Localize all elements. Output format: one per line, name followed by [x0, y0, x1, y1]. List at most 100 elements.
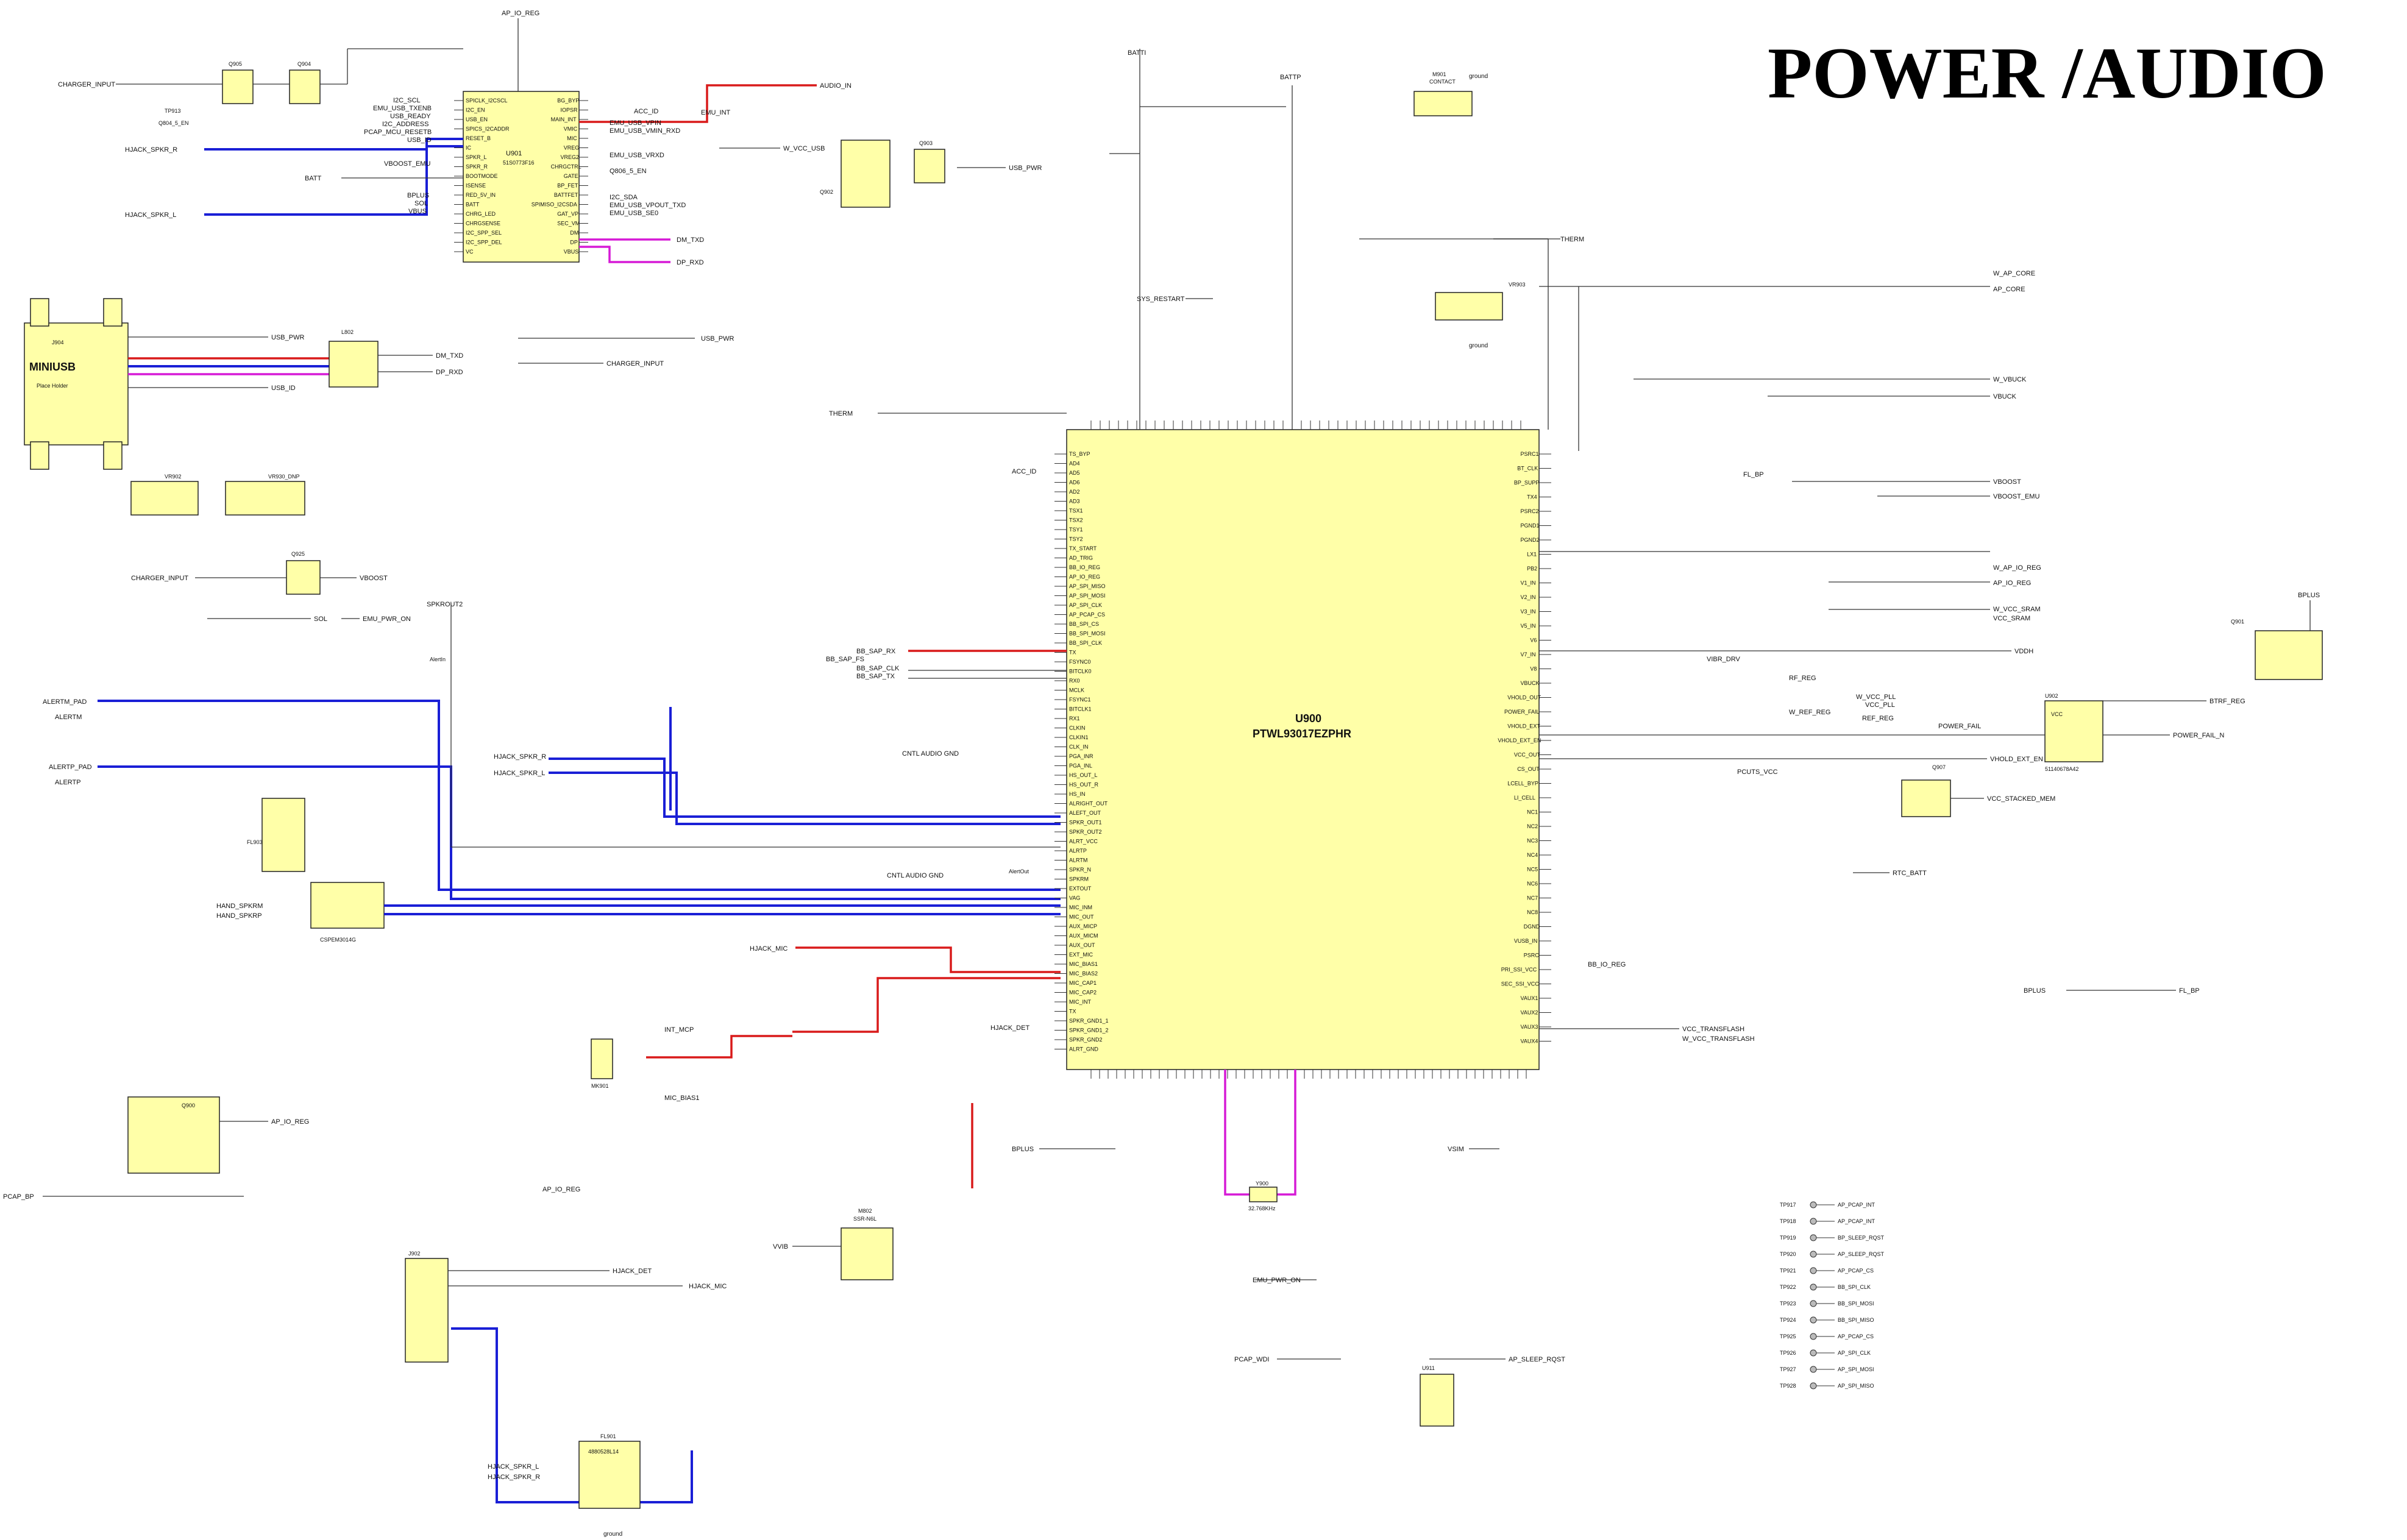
- svg-text:Q904: Q904: [297, 61, 311, 67]
- u900-pin: V2_IN: [1521, 594, 1536, 600]
- pcap-wdi-label: PCAP_WDI: [1234, 1356, 1269, 1363]
- usb-pwr-left-label: USB_PWR: [271, 334, 304, 341]
- u900-pin: SPKR_GND2: [1069, 1037, 1103, 1043]
- w-ap-core-label: W_AP_CORE: [1993, 270, 2035, 277]
- fl901-label: FL901: [600, 1433, 616, 1439]
- charger-input-label: CHARGER_INPUT: [58, 81, 115, 88]
- w-ref-reg-label: W_REF_REG: [1789, 709, 1830, 716]
- bb-sap-fs-label: BB_SAP_FS: [826, 656, 864, 663]
- u900-ref: U900: [1295, 712, 1321, 725]
- ap-io-reg-top-label: AP_IO_REG: [502, 10, 539, 17]
- u900-pin: PGND2: [1521, 537, 1540, 543]
- u901-pin: IOPSR: [561, 107, 578, 113]
- test-point-label: TP925: [1780, 1333, 1796, 1340]
- u900-pin: BB_IO_REG: [1069, 564, 1100, 570]
- test-point-label: TP927: [1780, 1366, 1796, 1372]
- fl902: CSPEM3014G: [310, 882, 385, 943]
- u900-pin: V5_IN: [1521, 623, 1536, 629]
- svg-text:BPLUS: BPLUS: [2024, 987, 2046, 995]
- u900-pin: MIC_BIAS2: [1069, 971, 1098, 977]
- test-point-signal: AP_SPI_MISO: [1838, 1383, 1874, 1389]
- test-point-signal: AP_PCAP_CS: [1838, 1333, 1874, 1340]
- u900-pin: VAUX3: [1521, 1024, 1538, 1030]
- u901-pin: SPKR_L: [466, 154, 487, 160]
- j902-connector: J902: [405, 1251, 449, 1363]
- u900-pin: VUSB_IN: [1514, 938, 1538, 944]
- dm-txd-label: DM_TXD: [677, 236, 704, 244]
- test-point-label: TP928: [1780, 1383, 1796, 1389]
- u900-pin: BT_CLK: [1517, 466, 1538, 472]
- u901-pin: RED_5V_IN: [466, 192, 496, 198]
- cntl-audio-gnd-2-label: CNTL AUDIO GND: [887, 872, 944, 879]
- u900-pin: MCLK: [1069, 687, 1084, 694]
- u900-pin: AD2: [1069, 489, 1080, 495]
- u901-pin: BP_FET: [557, 183, 578, 189]
- u901-pin: BOOTMODE: [466, 173, 498, 179]
- u900-pin: NC5: [1527, 867, 1538, 873]
- i2c-address-label: I2C_ADDRESS: [382, 121, 428, 128]
- ap-sleep-rqst-label: AP_SLEEP_RQST: [1509, 1356, 1565, 1363]
- u900-pin: BITCLK1: [1069, 706, 1092, 712]
- u900-pin: BB_SPI_CS: [1069, 621, 1099, 627]
- u900-pin: TSY1: [1069, 527, 1083, 533]
- i2c-sda-label: I2C_SDA: [610, 194, 638, 201]
- u900-pin: SPKR_GND1_1: [1069, 1018, 1109, 1024]
- test-point-label: TP926: [1780, 1350, 1796, 1356]
- q901: Q901: [2231, 619, 2323, 680]
- pcuts-vcc-label: PCUTS_VCC: [1737, 768, 1778, 776]
- u900-pin: POWER_FAIL: [1504, 709, 1540, 715]
- u901-pin: MIC: [567, 135, 577, 141]
- svg-text:Q907: Q907: [1932, 764, 1946, 770]
- cntl-audio-gnd-label: CNTL AUDIO GND: [902, 750, 959, 758]
- hjack-spkr-l-label: HJACK_SPKR_L: [125, 211, 176, 219]
- q925: Q925: [286, 551, 321, 595]
- vcc-stacked-mem-label: VCC_STACKED_MEM: [1987, 795, 2055, 803]
- vbuck-label: VBUCK: [1993, 393, 2017, 400]
- usb-id-label: USB_ID: [407, 137, 432, 144]
- test-point-icon: [1810, 1218, 1817, 1225]
- therm-left-label: THERM: [829, 410, 853, 417]
- emu-pwr-on-2-label: EMU_PWR_ON: [1253, 1277, 1301, 1284]
- u900-pin: VAUX1: [1521, 995, 1538, 1001]
- test-point-icon: [1810, 1234, 1817, 1241]
- dp-rxd-label: DP_RXD: [677, 259, 704, 266]
- u901-right-pins: BG_BYPIOPSRMAIN_INTVMICMICVREGVREG2CHRGC…: [532, 98, 588, 255]
- acc-id-left-label: ACC_ID: [1012, 468, 1036, 475]
- svg-text:AP_IO_REG: AP_IO_REG: [542, 1186, 580, 1193]
- u900-pin: CLKIN1: [1069, 734, 1089, 740]
- u900-pin: TX_START: [1069, 545, 1097, 552]
- u900-pin: EXT_MIC: [1069, 952, 1093, 958]
- u900-pin: V7_IN: [1521, 651, 1536, 658]
- test-point-icon: [1810, 1283, 1817, 1291]
- u900-part: PTWL93017EZPHR: [1253, 728, 1351, 740]
- test-point-icon: [1810, 1316, 1817, 1324]
- hjack-spkr-r2-label: HJACK_SPKR_R: [488, 1474, 540, 1481]
- u900-pin: NC7: [1527, 895, 1538, 901]
- vddh-label: VDDH: [2014, 648, 2033, 655]
- y900-val: 32.768KHz: [1248, 1205, 1276, 1212]
- btrf-reg-label: BTRF_REG: [2210, 698, 2245, 705]
- u900-pin: NC2: [1527, 823, 1538, 829]
- test-point-label: TP923: [1780, 1300, 1796, 1307]
- m901-desc: CONTACT: [1429, 79, 1456, 85]
- vboost-label: VBOOST: [360, 575, 388, 582]
- m901-label: M901: [1432, 71, 1446, 77]
- u900-pin: PSRC: [1524, 953, 1540, 959]
- u900-pin: RX0: [1069, 678, 1080, 684]
- therm-right-label: THERM: [1560, 236, 1584, 243]
- u900-pin: ALRTP: [1069, 848, 1087, 854]
- u900-pin: CLKIN: [1069, 725, 1086, 731]
- miniusb-title: MINIUSB: [29, 361, 76, 373]
- pcap-mcu-resetb-label: PCAP_MCU_RESETB: [364, 129, 432, 136]
- u900-pin: AUX_OUT: [1069, 942, 1095, 948]
- vboost-emu-label: VBOOST_EMU: [384, 160, 430, 168]
- u900-pin: PSRC2: [1521, 508, 1539, 514]
- u900-pin: AP_SPI_MISO: [1069, 583, 1106, 589]
- u900-pin: PB2: [1527, 566, 1537, 572]
- u901-part: 51S0773F16: [503, 160, 535, 166]
- usb-id-left-label: USB_ID: [271, 385, 296, 392]
- y900-crystal: Y900 32.768KHz: [1248, 1180, 1278, 1212]
- u901-pin: VC: [466, 249, 474, 255]
- u900-pin: ALRT_VCC: [1069, 839, 1098, 845]
- u902-label: U902: [2045, 693, 2058, 699]
